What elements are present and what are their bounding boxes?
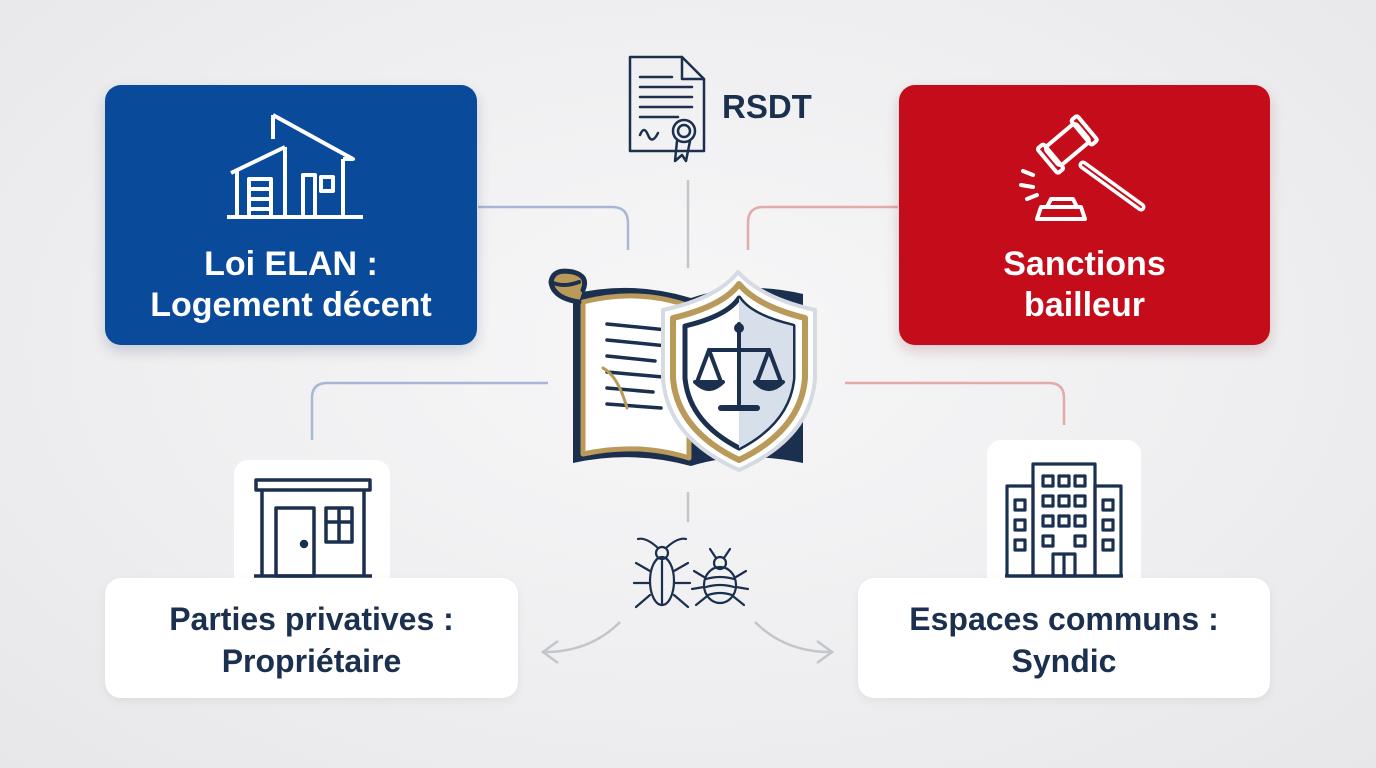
arrow-right-head (816, 639, 835, 665)
apartment-building-icon (1005, 462, 1123, 578)
arrow-right-curve (754, 621, 831, 654)
card-parties-privatives: Parties privatives : Propriétaire (105, 578, 518, 698)
house-icon (227, 113, 363, 219)
apartment-door-icon (254, 478, 372, 578)
espaces-communs-line2: Syndic (1011, 643, 1117, 679)
gavel-icon (1019, 114, 1146, 221)
certificate-document-icon (628, 55, 706, 163)
sanctions-line1: Sanctions (1003, 245, 1166, 283)
connector-parties-privatives (310, 381, 548, 440)
cockroach-bedbug-icon (632, 537, 750, 609)
sanctions-line2: bailleur (1024, 286, 1145, 324)
rsdt-label: RSDT (722, 88, 812, 125)
espaces-communs-line1: Espaces communs : (909, 601, 1219, 637)
connector-loi-elan (478, 205, 630, 250)
parties-privatives-line1: Parties privatives : (169, 601, 454, 637)
card-espaces-communs: Espaces communs : Syndic (858, 578, 1270, 698)
connector-sanctions (746, 205, 898, 250)
arrow-left-curve (544, 621, 621, 654)
arrow-left-head (540, 639, 559, 665)
loi-elan-line2: Logement décent (150, 286, 432, 324)
connector-espaces-communs (845, 381, 1066, 425)
card-loi-elan: Loi ELAN : Logement décent (105, 85, 477, 345)
law-book-shield-scales-icon (548, 268, 817, 472)
parties-privatives-line2: Propriétaire (221, 643, 402, 679)
loi-elan-line1: Loi ELAN : (204, 245, 378, 283)
card-sanctions: Sanctions bailleur (899, 85, 1270, 345)
